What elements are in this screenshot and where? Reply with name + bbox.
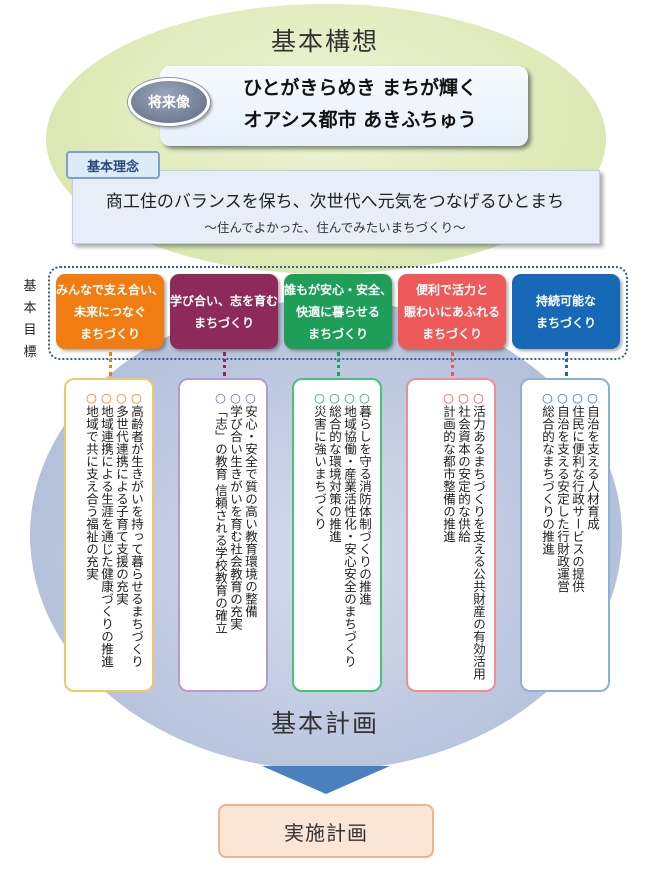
goals-label-char: 基 bbox=[23, 279, 37, 294]
down-arrow-icon bbox=[262, 766, 390, 794]
bullet-circle-icon: ○ bbox=[441, 390, 456, 405]
goal-box-2: 学び合い、志を育む まちづくり bbox=[170, 274, 278, 349]
measures-list: ○高齢者が生きがいを持って暮らせるまちづくり ○多世代連携による子育て支援の充実… bbox=[84, 390, 144, 682]
measure-item: ○暮らしを守る消防体制づくりの推進 bbox=[357, 390, 372, 605]
goal-title-line: 快適に暮らせる bbox=[296, 304, 380, 319]
bullet-circle-icon: ○ bbox=[243, 390, 258, 405]
vision-line-2: オアシス都市 あきふちゅう bbox=[243, 109, 477, 131]
measure-item: ○自治を支える安定した行財政運営 bbox=[555, 390, 570, 593]
measures-list: ○活力あるまちづくりを支える公共財産の有効活用 ○社会資本の安定的な供給 ○計画… bbox=[441, 390, 486, 682]
measure-item: ○「志」の教育 信頼される学校教育の確立 bbox=[213, 390, 228, 634]
bullet-circle-icon: ○ bbox=[228, 390, 243, 405]
basic-goals-label: 基 本 目 標 bbox=[20, 276, 40, 364]
measures-card-1: ○高齢者が生きがいを持って暮らせるまちづくり ○多世代連携による子育て支援の充実… bbox=[64, 378, 154, 692]
goal-box-4: 便利で活力と 賑わいにあふれる まちづくり bbox=[398, 274, 506, 349]
vision-badge: 将来像 bbox=[128, 78, 210, 126]
vision-line-1: ひとがきらめき まちが輝く bbox=[242, 77, 478, 99]
bullet-circle-icon: ○ bbox=[585, 390, 600, 405]
measures-card-4: ○活力あるまちづくりを支える公共財産の有効活用 ○社会資本の安定的な供給 ○計画… bbox=[406, 378, 496, 692]
bullet-circle-icon: ○ bbox=[312, 390, 327, 405]
bullet-circle-icon: ○ bbox=[114, 390, 129, 405]
measure-item: ○自治を支える人材育成 bbox=[585, 390, 600, 530]
goal-title-line: 未来につなぐ bbox=[73, 304, 146, 319]
bullet-circle-icon: ○ bbox=[357, 390, 372, 405]
measure-item: ○社会資本の安定的な供給 bbox=[456, 390, 471, 543]
philosophy-main-text: 商工住のバランスを保ち、次世代へ元気をつなげるひとまち bbox=[105, 192, 565, 212]
goal-title-line: まちづくり bbox=[193, 315, 254, 330]
measure-item: ○活力あるまちづくりを支える公共財産の有効活用 bbox=[471, 390, 486, 680]
measures-list: ○暮らしを守る消防体制づくりの推進 ○地域協働・産業活性化・安心安全のまちづくり… bbox=[312, 390, 372, 682]
measure-item: ○住民に便利な行政サービスの提供 bbox=[570, 390, 585, 593]
implementation-plan-box: 実施計画 bbox=[218, 804, 434, 858]
measure-item: ○計画的な都市整備の推進 bbox=[441, 390, 456, 543]
bullet-circle-icon: ○ bbox=[342, 390, 357, 405]
measure-item: ○学び合い生きがいを育む社会教育の充実 bbox=[228, 390, 243, 630]
goals-label-char: 目 bbox=[23, 323, 37, 338]
measure-item: ○高齢者が生きがいを持って暮らせるまちづくり bbox=[129, 390, 144, 668]
measure-item: ○多世代連携による子育て支援の充実 bbox=[114, 390, 129, 605]
goal-connector bbox=[337, 352, 340, 376]
bullet-circle-icon: ○ bbox=[129, 390, 144, 405]
goal-box-5: 持続可能な まちづくり bbox=[512, 274, 620, 349]
philosophy-sub-text: ～住んでよかった、住んでみたいまちづくり～ bbox=[204, 220, 466, 235]
goal-title-line: 賑わいにあふれる bbox=[403, 304, 500, 319]
bullet-circle-icon: ○ bbox=[84, 390, 99, 405]
goal-connector bbox=[451, 352, 454, 376]
goal-title-line: みんなで支え合い、 bbox=[56, 282, 165, 297]
measure-item: ○安心・安全で質の高い教育環境の整備 bbox=[243, 390, 258, 618]
bullet-circle-icon: ○ bbox=[213, 390, 228, 405]
measure-item: ○地域連携による生涯を通じた健康づくりの推進 bbox=[99, 390, 114, 668]
goal-connector bbox=[565, 352, 568, 376]
philosophy-box bbox=[72, 170, 600, 244]
goal-title-line: 学び合い、志を育む bbox=[170, 293, 279, 308]
vision-box bbox=[160, 66, 528, 146]
goal-title-line: 持続可能な bbox=[535, 293, 596, 308]
goal-title-line: 誰もが安心・安全、 bbox=[284, 282, 393, 297]
measure-item: ○地域で共に支え合う福祉の充実 bbox=[84, 390, 99, 580]
measure-item: ○災害に強いまちづくり bbox=[312, 390, 327, 530]
goal-title-line: まちづくり bbox=[79, 326, 140, 341]
goal-box-1: みんなで支え合い、 未来につなぐ まちづくり bbox=[56, 274, 164, 349]
bullet-circle-icon: ○ bbox=[99, 390, 114, 405]
vision-text: ひとがきらめき まちが輝く オアシス都市 あきふちゅう bbox=[190, 72, 530, 136]
goal-box-3: 誰もが安心・安全、 快適に暮らせる まちづくり bbox=[284, 274, 392, 349]
measure-item: ○総合的な環境対策の推進 bbox=[327, 390, 342, 543]
measures-card-3: ○暮らしを守る消防体制づくりの推進 ○地域協働・産業活性化・安心安全のまちづくり… bbox=[292, 378, 382, 692]
bullet-circle-icon: ○ bbox=[570, 390, 585, 405]
goals-label-char: 標 bbox=[23, 345, 37, 360]
goal-title-line: まちづくり bbox=[421, 326, 482, 341]
measure-item: ○総合的なまちづくりの推進 bbox=[540, 390, 555, 555]
bullet-circle-icon: ○ bbox=[471, 390, 486, 405]
goal-title-line: まちづくり bbox=[535, 315, 596, 330]
basic-concept-title: 基本構想 bbox=[270, 27, 379, 56]
bullet-circle-icon: ○ bbox=[540, 390, 555, 405]
goal-title-line: 便利で活力と bbox=[415, 282, 488, 297]
measures-list: ○安心・安全で質の高い教育環境の整備 ○学び合い生きがいを育む社会教育の充実 ○… bbox=[213, 390, 258, 682]
measures-list: ○自治を支える人材育成 ○住民に便利な行政サービスの提供 ○自治を支える安定した… bbox=[540, 390, 600, 682]
goal-connector bbox=[223, 352, 226, 376]
measure-item: ○地域協働・産業活性化・安心安全のまちづくり bbox=[342, 390, 357, 668]
goal-title-line: まちづくり bbox=[307, 326, 368, 341]
bullet-circle-icon: ○ bbox=[555, 390, 570, 405]
bullet-circle-icon: ○ bbox=[456, 390, 471, 405]
goal-connector bbox=[109, 352, 112, 376]
philosophy-label: 基本理念 bbox=[66, 151, 160, 179]
bullet-circle-icon: ○ bbox=[327, 390, 342, 405]
basic-plan-title: 基本計画 bbox=[270, 709, 379, 738]
goals-label-char: 本 bbox=[23, 301, 37, 316]
measures-card-2: ○安心・安全で質の高い教育環境の整備 ○学び合い生きがいを育む社会教育の充実 ○… bbox=[178, 378, 268, 692]
measures-card-5: ○自治を支える人材育成 ○住民に便利な行政サービスの提供 ○自治を支える安定した… bbox=[520, 378, 610, 692]
